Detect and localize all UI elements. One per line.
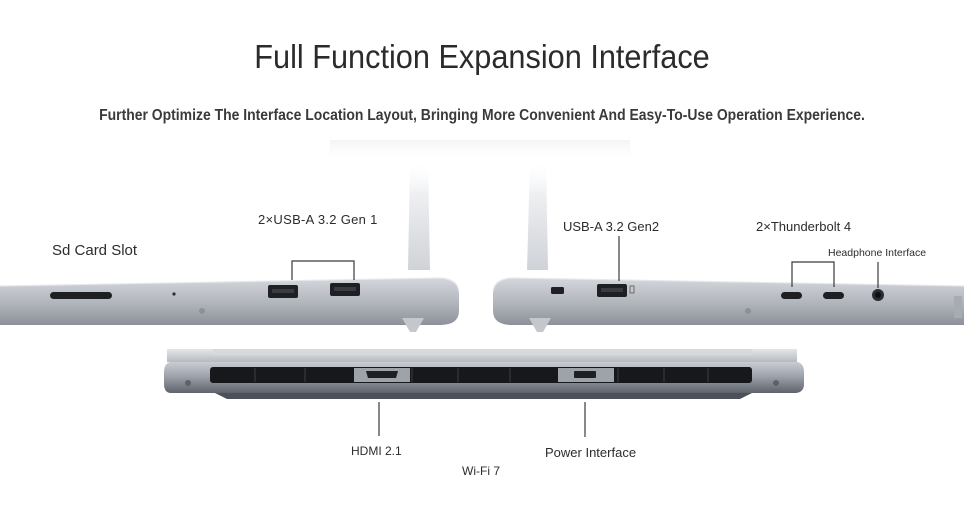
power-share-icon: [629, 285, 635, 294]
power-port: [574, 371, 596, 378]
wifi-label: Wi-Fi 7: [462, 464, 500, 478]
left-hinge-foot: [402, 318, 424, 332]
thunderbolt-label: 2×Thunderbolt 4: [756, 219, 852, 234]
screw-icon: [199, 308, 205, 314]
lock-slot: [551, 287, 564, 294]
thunderbolt-port-2: [823, 292, 844, 299]
left-side-view: [0, 160, 460, 332]
usb-a-left-callout: [291, 260, 355, 280]
power-label: Power Interface: [545, 445, 637, 460]
rear-underside: [215, 393, 752, 399]
hdmi-label: HDMI 2.1: [351, 444, 402, 458]
page-title: Full Function Expansion Interface: [254, 38, 710, 75]
right-side-view: [492, 160, 964, 332]
right-hinge-foot: [529, 318, 551, 332]
usb-a-right-label: USB-A 3.2 Gen2: [563, 219, 660, 234]
screw-icon: [745, 308, 751, 314]
screw-icon: [773, 380, 779, 386]
usb-a-left-label: 2×USB-A 3.2 Gen 1: [258, 212, 378, 227]
thunderbolt-callout: [791, 261, 835, 287]
rear-view: [164, 349, 804, 437]
screen-glow: [330, 140, 630, 162]
thunderbolt-port-1: [781, 292, 802, 299]
sd-card-label: Sd Card Slot: [52, 242, 138, 259]
screw-icon: [185, 380, 191, 386]
right-screen-lid: [527, 160, 548, 270]
hdmi-port: [366, 371, 398, 378]
headphone-label: Headphone Interface: [828, 247, 927, 259]
led-indicator: [172, 292, 176, 296]
left-screen-lid: [408, 160, 430, 270]
page-subtitle: Further Optimize The Interface Location …: [99, 107, 865, 124]
rear-vent: [210, 367, 752, 383]
sd-card-slot: [50, 292, 112, 299]
